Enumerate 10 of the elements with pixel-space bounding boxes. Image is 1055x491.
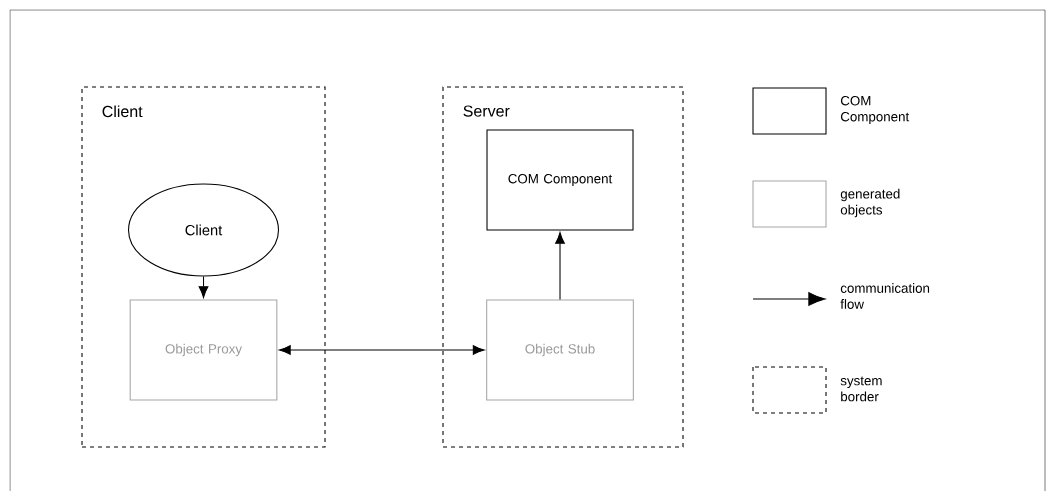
arrow: [198, 276, 209, 298]
legend-label: generated objects: [840, 188, 900, 218]
legend-label: communication flow: [840, 283, 930, 309]
component-box: COM Component: [486, 129, 634, 231]
legend-label: COM Component: [840, 95, 910, 125]
generated-object-box: Object Stub: [486, 299, 634, 401]
generated-object-box: Object Proxy: [129, 299, 278, 401]
arrow: [278, 345, 485, 355]
legend-label: system border: [840, 376, 882, 402]
arrow: [555, 232, 565, 300]
